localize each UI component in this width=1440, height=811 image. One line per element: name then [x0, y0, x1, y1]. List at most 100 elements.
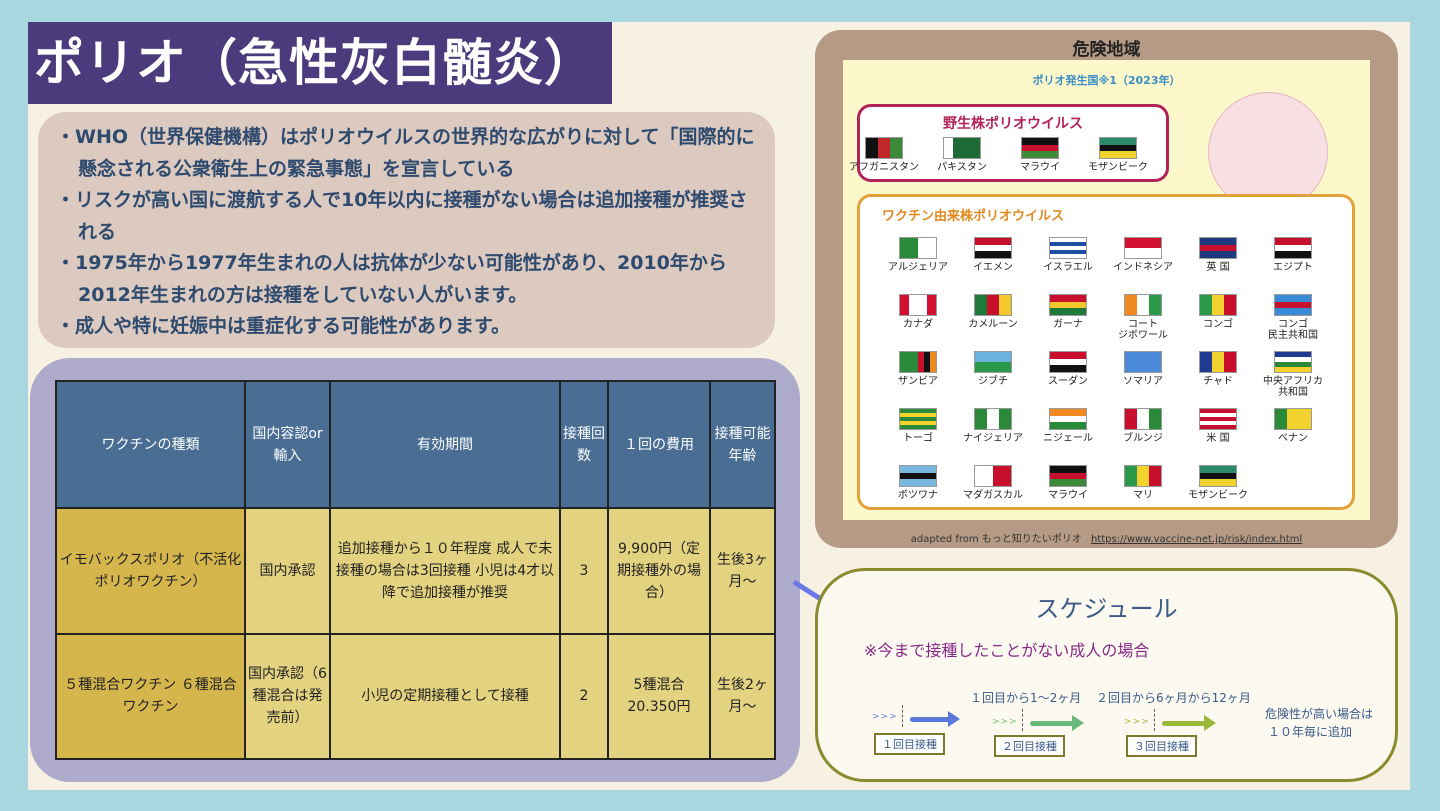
wild-polio-box: 野生株ポリオウイルス アフガニスタンパキスタンマラウイモザンビーク: [849, 104, 1169, 182]
country-flag: インドネシア: [1113, 237, 1173, 273]
country-name: ベナン: [1278, 433, 1308, 444]
flag-icon: [943, 137, 981, 159]
country-name: イエメン: [973, 262, 1013, 273]
flag-icon: [974, 294, 1012, 316]
country-flag: パキスタン: [937, 137, 987, 173]
flag-icon: [1049, 408, 1087, 430]
country-flag: ベナン: [1273, 408, 1313, 444]
table-cell: 5種混合 20.350円: [607, 632, 711, 760]
dose-label: ２回目接種: [994, 735, 1065, 757]
schedule-subtitle: ※今まで接種したことがない成人の場合: [864, 641, 1150, 660]
booster-note: １０年毎に追加: [1268, 725, 1353, 739]
flag-icon: [1049, 351, 1087, 373]
flag-icon: [1124, 237, 1162, 259]
flag-icon: [1099, 137, 1137, 159]
bullet-item: ・1975年から1977年生まれの人は抗体が少ない可能性があり、2010年から2…: [56, 252, 727, 306]
country-name: コート ジボワール: [1118, 319, 1168, 341]
country-flag: 英 国: [1198, 237, 1238, 273]
country-flag: ザンビア: [898, 351, 938, 387]
flag-icon: [1049, 237, 1087, 259]
country-name: ナイジェリア: [963, 433, 1023, 444]
table-cell: 3: [559, 507, 609, 635]
flag-icon: [899, 237, 937, 259]
flag-icon: [1199, 408, 1237, 430]
table-cell: 国内承認（6種混合は発売前）: [244, 632, 331, 760]
column-header: 国内容認or輸入: [244, 380, 331, 509]
country-flag: 米 国: [1198, 408, 1238, 444]
flag-icon: [974, 351, 1012, 373]
dots-icon: >>>: [872, 712, 898, 722]
danger-area-title: 危険地域: [1072, 40, 1141, 60]
arrow-icon: [1030, 715, 1084, 731]
country-name: マラウイ: [1020, 162, 1060, 173]
country-name: インドネシア: [1113, 262, 1173, 273]
country-flag: イスラエル: [1043, 237, 1093, 273]
country-name: イスラエル: [1043, 262, 1093, 273]
source-caption: adapted from もっと知りたいポリオ https://www.vacc…: [815, 530, 1398, 545]
country-name: エジプト: [1273, 262, 1313, 273]
country-name: マダガスカル: [963, 490, 1023, 501]
polio-country-map: ポリオ発生国※1（2023年） 野生株ポリオウイルス アフガニスタンパキスタンマ…: [843, 60, 1370, 520]
booster-note: 危険性が高い場合は: [1265, 707, 1374, 721]
table-cell: 小児の定期接種として接種: [329, 632, 561, 760]
country-flag: 中央アフリカ 共和国: [1263, 351, 1323, 398]
arrow-icon: [1162, 715, 1216, 731]
country-name: カナダ: [903, 319, 933, 330]
schedule-title: スケジュール: [1035, 595, 1178, 623]
country-flag: ブルンジ: [1123, 408, 1163, 444]
flag-icon: [974, 237, 1012, 259]
country-flag: トーゴ: [898, 408, 938, 444]
column-header: 接種可能年齢: [709, 380, 776, 509]
country-flag: アルジェリア: [888, 237, 948, 273]
country-flag: ソマリア: [1123, 351, 1163, 387]
country-flag: コンゴ 民主共和国: [1268, 294, 1318, 341]
column-header: ワクチンの種類: [55, 380, 246, 509]
country-name: 米 国: [1206, 433, 1230, 444]
dots-icon: >>>: [1124, 717, 1150, 727]
globe-illustration: [1208, 92, 1328, 212]
country-name: カメルーン: [968, 319, 1018, 330]
flag-icon: [974, 408, 1012, 430]
flag-icon: [899, 408, 937, 430]
country-flag: カメルーン: [968, 294, 1018, 330]
country-name: アフガニスタン: [849, 162, 919, 173]
flag-icon: [1021, 137, 1059, 159]
flag-icon: [1274, 408, 1312, 430]
country-flag: コンゴ: [1198, 294, 1238, 330]
table-cell: 生後3ヶ月〜: [709, 507, 776, 635]
map-subtitle: ポリオ発生国※1（2023年）: [1032, 74, 1181, 87]
country-flag: コート ジボワール: [1118, 294, 1168, 341]
source-link[interactable]: https://www.vaccine-net.jp/risk/index.ht…: [1090, 534, 1303, 545]
country-flag: ガーナ: [1048, 294, 1088, 330]
country-flag: ナイジェリア: [963, 408, 1023, 444]
country-flag: ニジェール: [1043, 408, 1093, 444]
country-name: 英 国: [1206, 262, 1230, 273]
table-cell: 追加接種から１０年程度 成人で未接種の場合は3回接種 小児は4才以降で追加接種が…: [329, 507, 561, 635]
country-name: ガーナ: [1053, 319, 1083, 330]
table-cell: ５種混合ワクチン ６種混合ワクチン: [55, 632, 246, 760]
flag-icon: [899, 465, 937, 487]
country-flag: モザンビーク: [1188, 465, 1248, 501]
interval-label: ２回目から6ヶ月から12ヶ月: [1096, 691, 1251, 705]
country-name: ジブチ: [978, 376, 1008, 387]
country-flag: イエメン: [973, 237, 1013, 273]
flag-icon: [899, 294, 937, 316]
country-name: アルジェリア: [888, 262, 948, 273]
country-name: モザンビーク: [1088, 162, 1148, 173]
country-name: コンゴ: [1203, 319, 1233, 330]
flag-icon: [1199, 294, 1237, 316]
flag-icon: [1049, 465, 1087, 487]
country-name: ニジェール: [1043, 433, 1093, 444]
flag-icon: [1124, 465, 1162, 487]
country-name: コンゴ 民主共和国: [1268, 319, 1318, 341]
flag-icon: [1199, 351, 1237, 373]
table-row: イモバックスポリオ（不活化ポリオワクチン） 国内承認 追加接種から１０年程度 成…: [55, 507, 776, 635]
flag-icon: [1274, 351, 1312, 373]
country-flag: ジブチ: [973, 351, 1013, 387]
country-flag: カナダ: [898, 294, 938, 330]
schedule-panel: スケジュール ※今まで接種したことがない成人の場合 １回目から1〜2ヶ月 ２回目…: [815, 568, 1398, 782]
flag-icon: [1199, 465, 1237, 487]
table-cell: イモバックスポリオ（不活化ポリオワクチン）: [55, 507, 246, 635]
tick-mark: [1154, 709, 1155, 731]
dose-label: ３回目接種: [1126, 735, 1197, 757]
